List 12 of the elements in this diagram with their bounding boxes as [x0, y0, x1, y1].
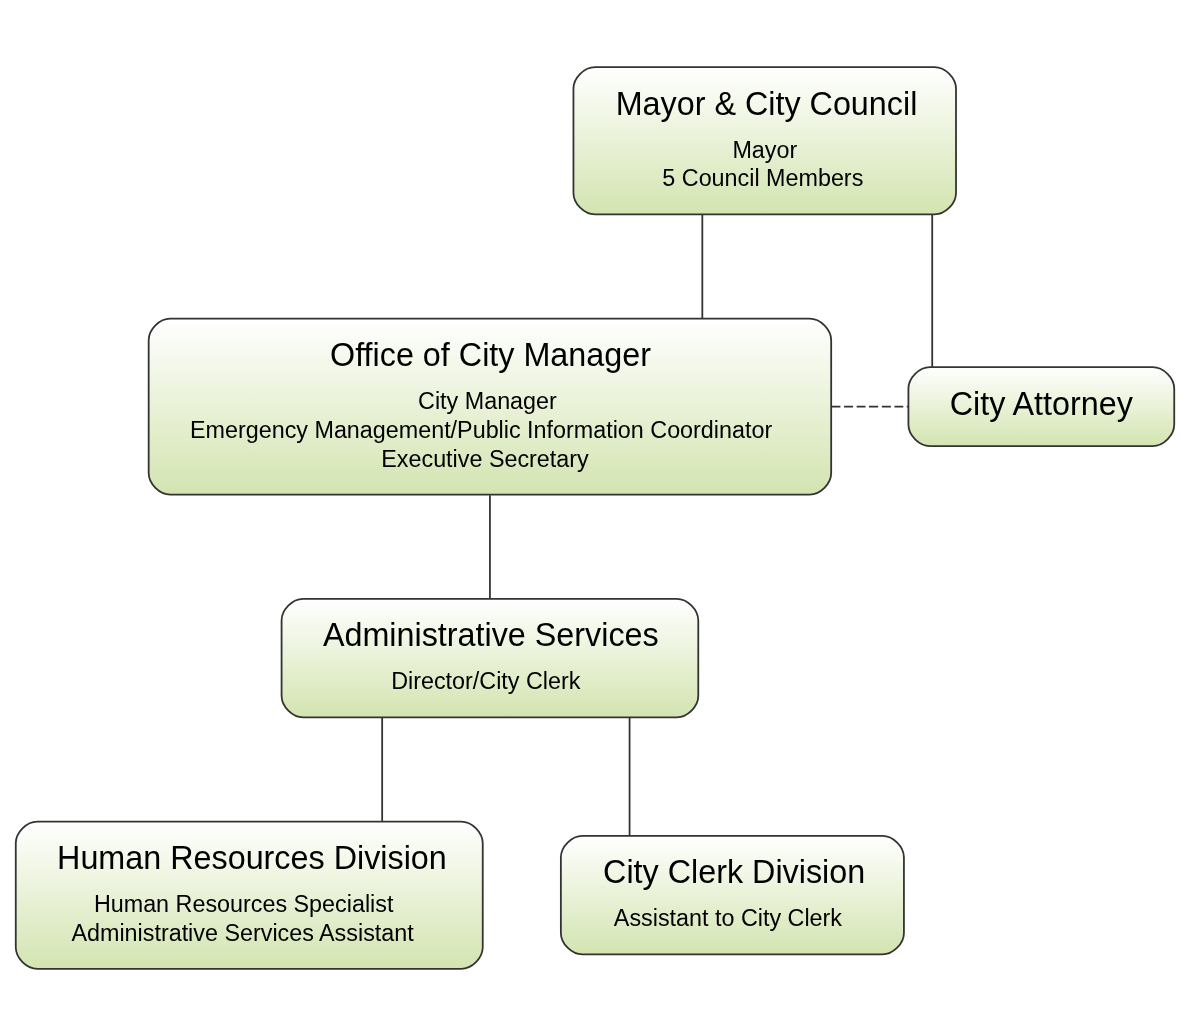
connector — [931, 214, 934, 368]
node-box: City Attorney — [907, 366, 1176, 448]
connector — [381, 717, 384, 822]
connector — [489, 494, 491, 600]
connector — [628, 717, 631, 837]
node-box: City Clerk Division Assistant to City Clerk — [559, 835, 905, 956]
node-box: Mayor & City Council Mayor 5 Council Members — [572, 66, 957, 216]
connector — [701, 214, 704, 320]
node-box: Human Resources Division Human Resources Specialist Administrative Services Assistant — [14, 820, 484, 970]
node-box: Office of City Manager City Manager Emergency Management/Public Information Coordinator Executive Secretary — [147, 317, 833, 496]
node-box: Administrative Services Director/City Clerk — [280, 597, 700, 719]
connector — [830, 405, 910, 408]
